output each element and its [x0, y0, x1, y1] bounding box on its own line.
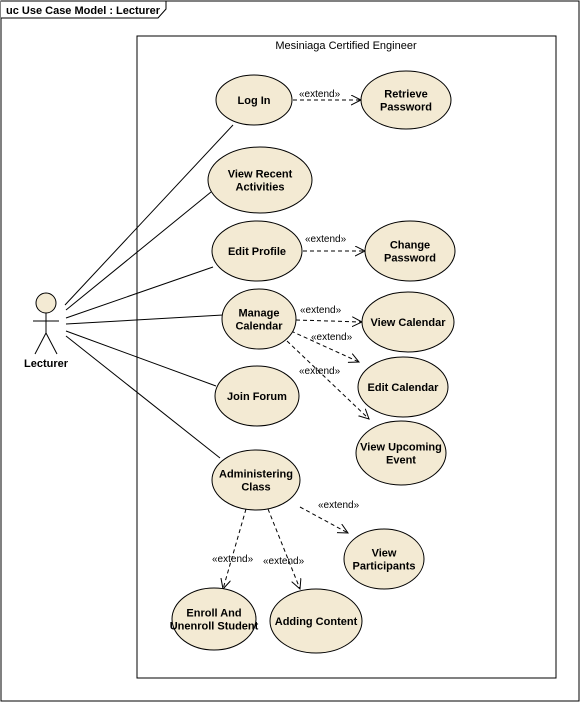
use-case-label: Unenroll Student [170, 621, 259, 633]
use-case-label: Join Forum [227, 391, 287, 403]
frame-label-tab [1, 0, 167, 19]
use-case-label: Manage [239, 308, 280, 320]
use-case-label: Activities [236, 182, 285, 194]
use-case-ellipse [357, 356, 449, 418]
use-case-label: Administering [219, 469, 293, 481]
use-case-label: Retrieve [384, 89, 427, 101]
use-case-ellipse [269, 588, 363, 654]
use-case-label: Edit Profile [228, 246, 286, 258]
association-view-recent-activities [65, 191, 212, 311]
association-manage-calendar [65, 314, 224, 325]
use-case-edit-calendar[interactable]: Edit Calendar [357, 356, 449, 418]
extend-label-profile: «extend» [305, 234, 347, 245]
use-case-adding-content[interactable]: Adding Content [269, 588, 363, 654]
system-name: Mesiniaga Certified Engineer [275, 40, 417, 52]
actor-right-leg [45, 332, 58, 355]
use-case-ellipse [364, 220, 456, 282]
extend-dependencies [223, 100, 369, 589]
use-case-label: Enroll And [186, 608, 241, 620]
use-case-label: Password [380, 102, 432, 114]
actor-name: Lecturer [24, 358, 69, 370]
use-case-label: Log In [238, 95, 271, 107]
extend-label-enroll: «extend» [212, 554, 254, 565]
use-case-log-in[interactable]: Log In [215, 74, 293, 126]
use-case-label: View Upcoming [360, 442, 442, 454]
association-administering-class [65, 335, 221, 459]
associations [64, 124, 234, 459]
use-case-label: Class [241, 482, 270, 494]
extend-class-participants [299, 506, 348, 533]
association-log-in [64, 124, 234, 306]
use-case-ellipse [211, 220, 303, 282]
extend-label-view-calendar: «extend» [300, 305, 342, 316]
extend-label-participants: «extend» [318, 500, 360, 511]
use-case-view-calendar[interactable]: View Calendar [361, 291, 455, 353]
use-case-label: Change [390, 240, 430, 252]
use-case-label: Calendar [235, 321, 283, 333]
extend-label-edit-calendar: «extend» [311, 332, 353, 343]
actor-left-leg [34, 332, 47, 355]
actor-head [35, 292, 57, 314]
extend-calendar-upcoming [286, 340, 369, 419]
frame-title: uc Use Case Model : Lecturer [6, 5, 161, 17]
use-case-label: Password [384, 253, 436, 265]
use-case-ellipse [214, 365, 300, 427]
use-case-label: View Recent [228, 169, 293, 181]
use-case-label: View Calendar [371, 317, 447, 329]
use-case-ellipse [215, 74, 293, 126]
use-case-label: Event [386, 455, 416, 467]
use-case-edit-profile[interactable]: Edit Profile [211, 220, 303, 282]
association-join-forum [65, 330, 217, 387]
extend-class-content [267, 508, 300, 589]
extend-label-content: «extend» [263, 556, 305, 567]
extend-label-login: «extend» [299, 89, 341, 100]
use-case-label: Edit Calendar [368, 382, 440, 394]
use-case-ellipse [207, 146, 313, 214]
use-case-ellipse [360, 70, 452, 130]
use-case-ellipse [355, 420, 447, 486]
use-case-label: Participants [353, 561, 416, 573]
use-case-ellipse [361, 291, 455, 353]
association-edit-profile [65, 266, 214, 319]
use-case-label: Adding Content [275, 616, 358, 628]
use-case-ellipse [221, 288, 297, 350]
use-case-ellipse [343, 528, 425, 590]
use-case-join-forum[interactable]: Join Forum [214, 365, 300, 427]
extend-label-upcoming: «extend» [299, 366, 341, 377]
use-case-ellipse [211, 449, 301, 511]
use-case-label: View [372, 548, 397, 560]
extend-calendar-edit [290, 330, 359, 362]
system-boundary [136, 35, 557, 679]
lecturer-actor[interactable]: Lecturer [24, 292, 69, 370]
use-case-ellipse [171, 587, 257, 651]
